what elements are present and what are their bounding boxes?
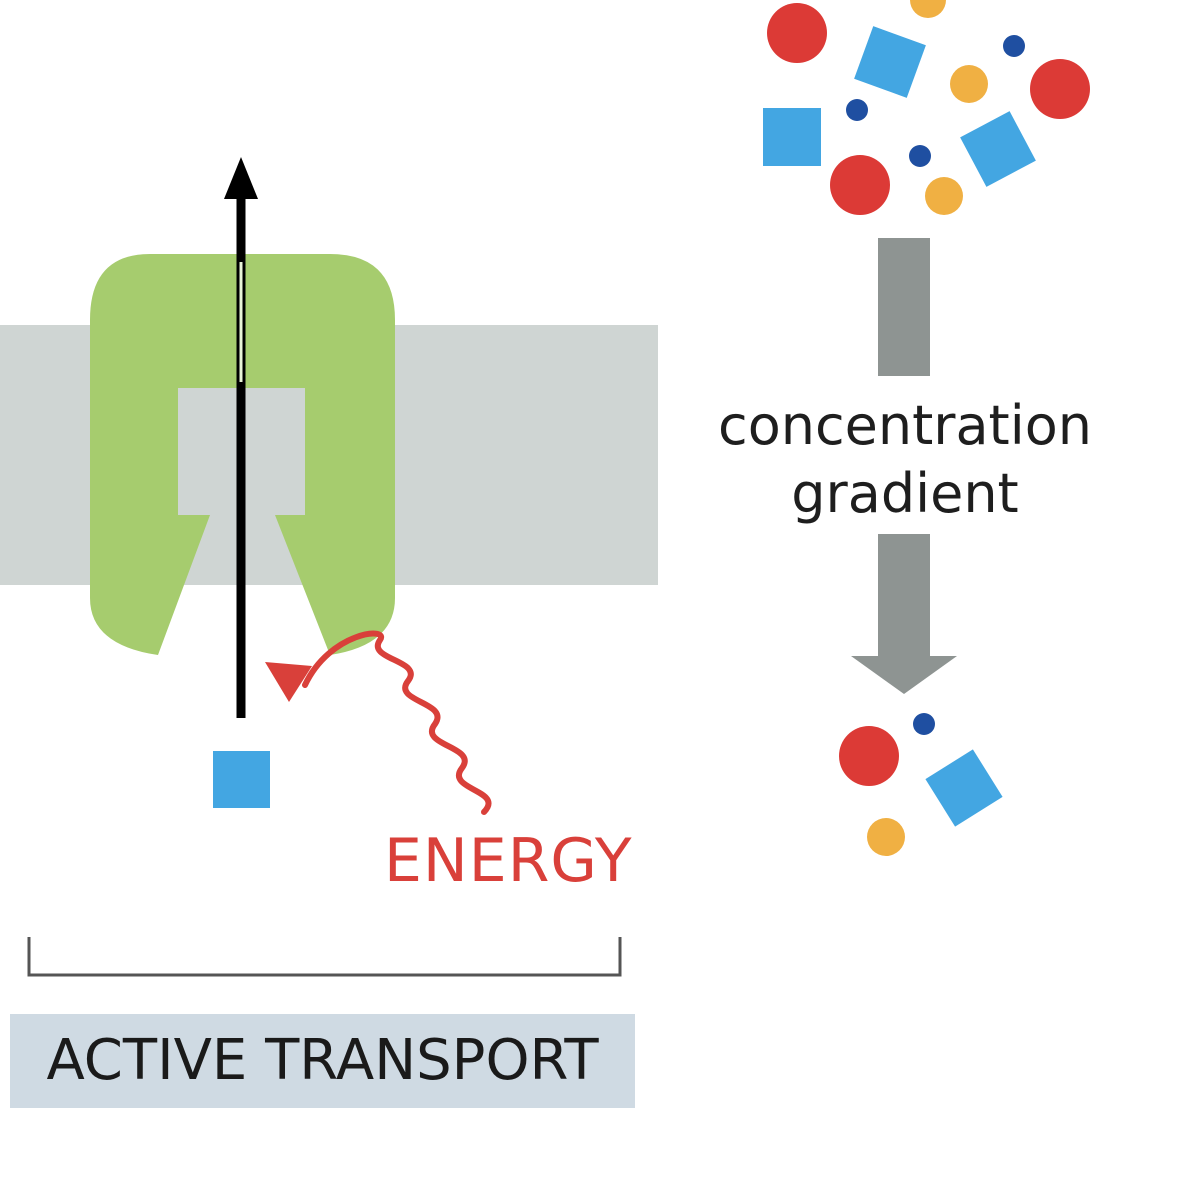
energy-label: ENERGY: [384, 826, 633, 896]
solute-navy: [913, 713, 935, 735]
solute-blue-square: [960, 111, 1036, 187]
solute-square-transported: [213, 751, 270, 808]
active-transport-caption-box: ACTIVE TRANSPORT: [10, 1014, 635, 1108]
section-bracket: [27, 937, 622, 977]
solute-red: [839, 726, 899, 786]
solute-cluster-high: [763, 0, 1090, 215]
concentration-gradient-label: concentration gradient: [700, 392, 1110, 528]
carrier-protein: [90, 254, 395, 655]
solute-orange: [910, 0, 946, 18]
arrow-down-icon: [851, 656, 957, 694]
solute-orange: [867, 818, 905, 856]
solute-navy: [846, 99, 868, 121]
solute-orange: [925, 177, 963, 215]
solute-navy: [909, 145, 931, 167]
solute-blue-square: [854, 26, 926, 98]
wavy-arrow-icon: [302, 630, 492, 815]
gradient-arrow-upper: [878, 238, 930, 376]
energy-arrow-head: [265, 662, 312, 702]
solute-cluster-low: [839, 713, 1003, 856]
solute-red: [767, 3, 827, 63]
solute-red: [830, 155, 890, 215]
gradient-label-line1: concentration: [718, 394, 1092, 457]
gradient-arrow-lower: [878, 534, 930, 658]
gradient-label-line2: gradient: [791, 462, 1019, 525]
solute-blue-square: [925, 749, 1003, 827]
solute-red: [1030, 59, 1090, 119]
arrow-up-icon: [224, 157, 258, 199]
solute-blue-square: [763, 108, 821, 166]
solute-navy: [1003, 35, 1025, 57]
solute-orange: [950, 65, 988, 103]
active-transport-label: ACTIVE TRANSPORT: [46, 1028, 599, 1093]
